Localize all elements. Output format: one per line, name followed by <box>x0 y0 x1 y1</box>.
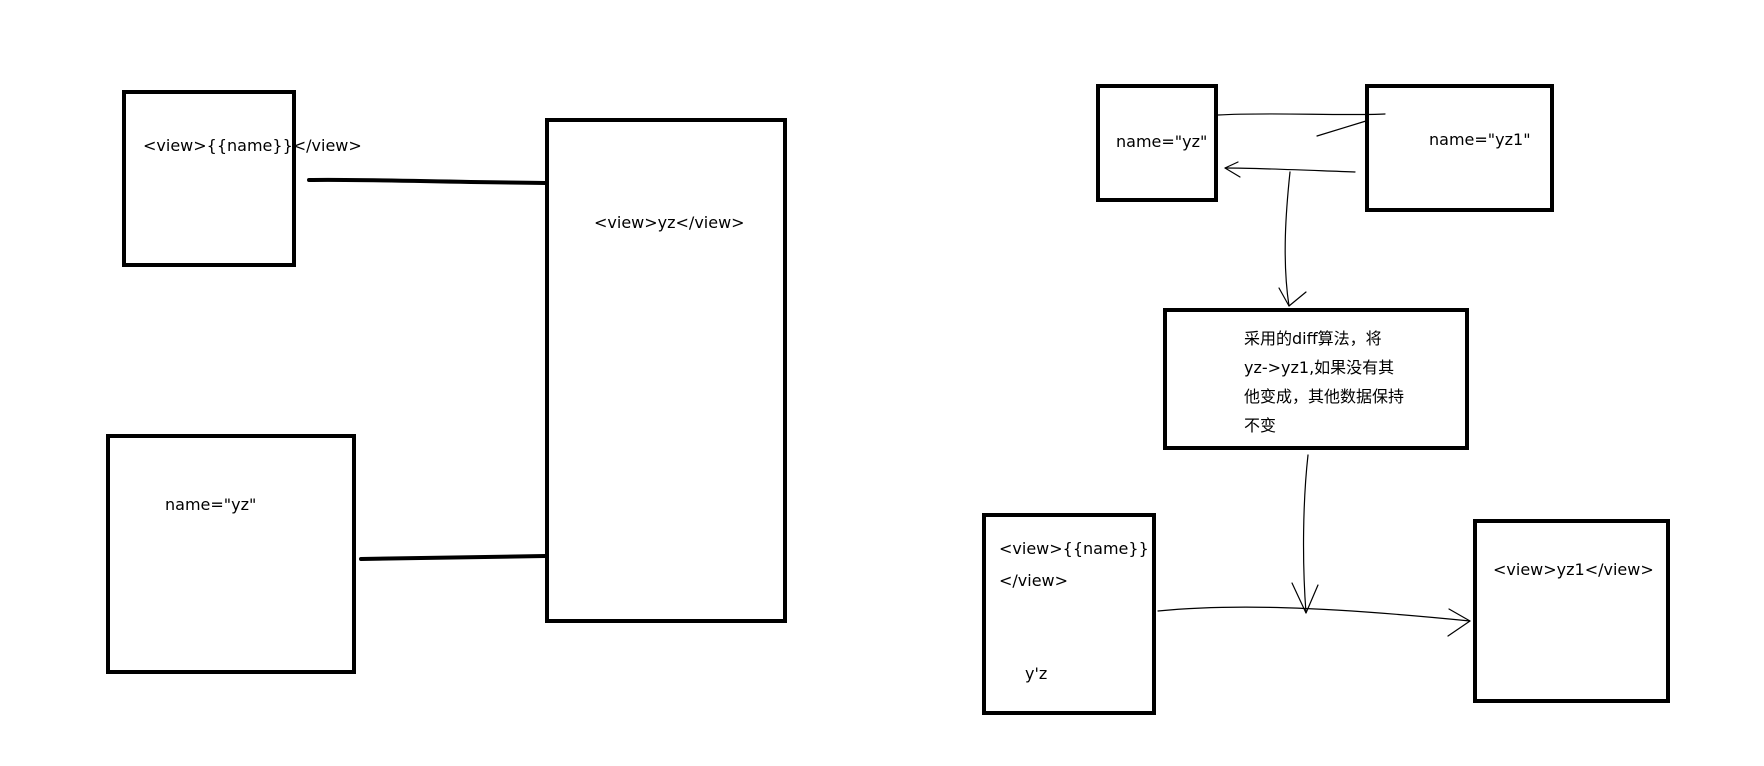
diff-algorithm-text: 采用的diff算法，将 yz->yz1,如果没有其 他变成，其他数据保持 不变 <box>1244 329 1405 435</box>
left-template-box <box>122 90 296 267</box>
left-template-text: <view>{{name}}</view> <box>143 136 362 155</box>
right-new-data-text: name="yz1" <box>1429 130 1531 149</box>
right-template-line-2: </view> <box>999 571 1069 590</box>
right-old-data-box <box>1096 84 1218 202</box>
left-render-text: <view>yz</view> <box>594 213 745 232</box>
right-template-note: y'z <box>1025 664 1048 683</box>
left-template-to-render-line <box>307 177 547 185</box>
right-result-text: <view>yz1</view> <box>1493 560 1654 579</box>
right-result-box <box>1473 519 1670 703</box>
old-to-new-top-line <box>1217 113 1386 116</box>
diff-to-flow-arrowhead <box>1291 582 1319 614</box>
template-to-result-arrowhead <box>1447 608 1471 637</box>
right-new-data-box <box>1365 84 1554 212</box>
right-template-box <box>982 513 1156 715</box>
left-render-box <box>545 118 787 623</box>
new-to-old-arrowhead <box>1224 161 1241 178</box>
data-to-diff-arrow-line <box>1284 171 1291 307</box>
new-to-old-arrow-line <box>1224 167 1356 173</box>
left-data-text: name="yz" <box>165 495 257 514</box>
template-to-result-arrow-line <box>1157 606 1471 622</box>
diff-algorithm-box <box>1163 308 1469 450</box>
data-to-diff-arrowhead <box>1278 287 1307 307</box>
small-diagonal-stroke <box>1316 120 1367 137</box>
left-data-box <box>106 434 356 674</box>
right-old-data-text: name="yz" <box>1116 132 1208 151</box>
right-template-line-1: <view>{{name}} <box>999 539 1149 558</box>
left-data-to-render-line <box>359 554 547 561</box>
diff-to-flow-arrow-line <box>1302 454 1309 614</box>
